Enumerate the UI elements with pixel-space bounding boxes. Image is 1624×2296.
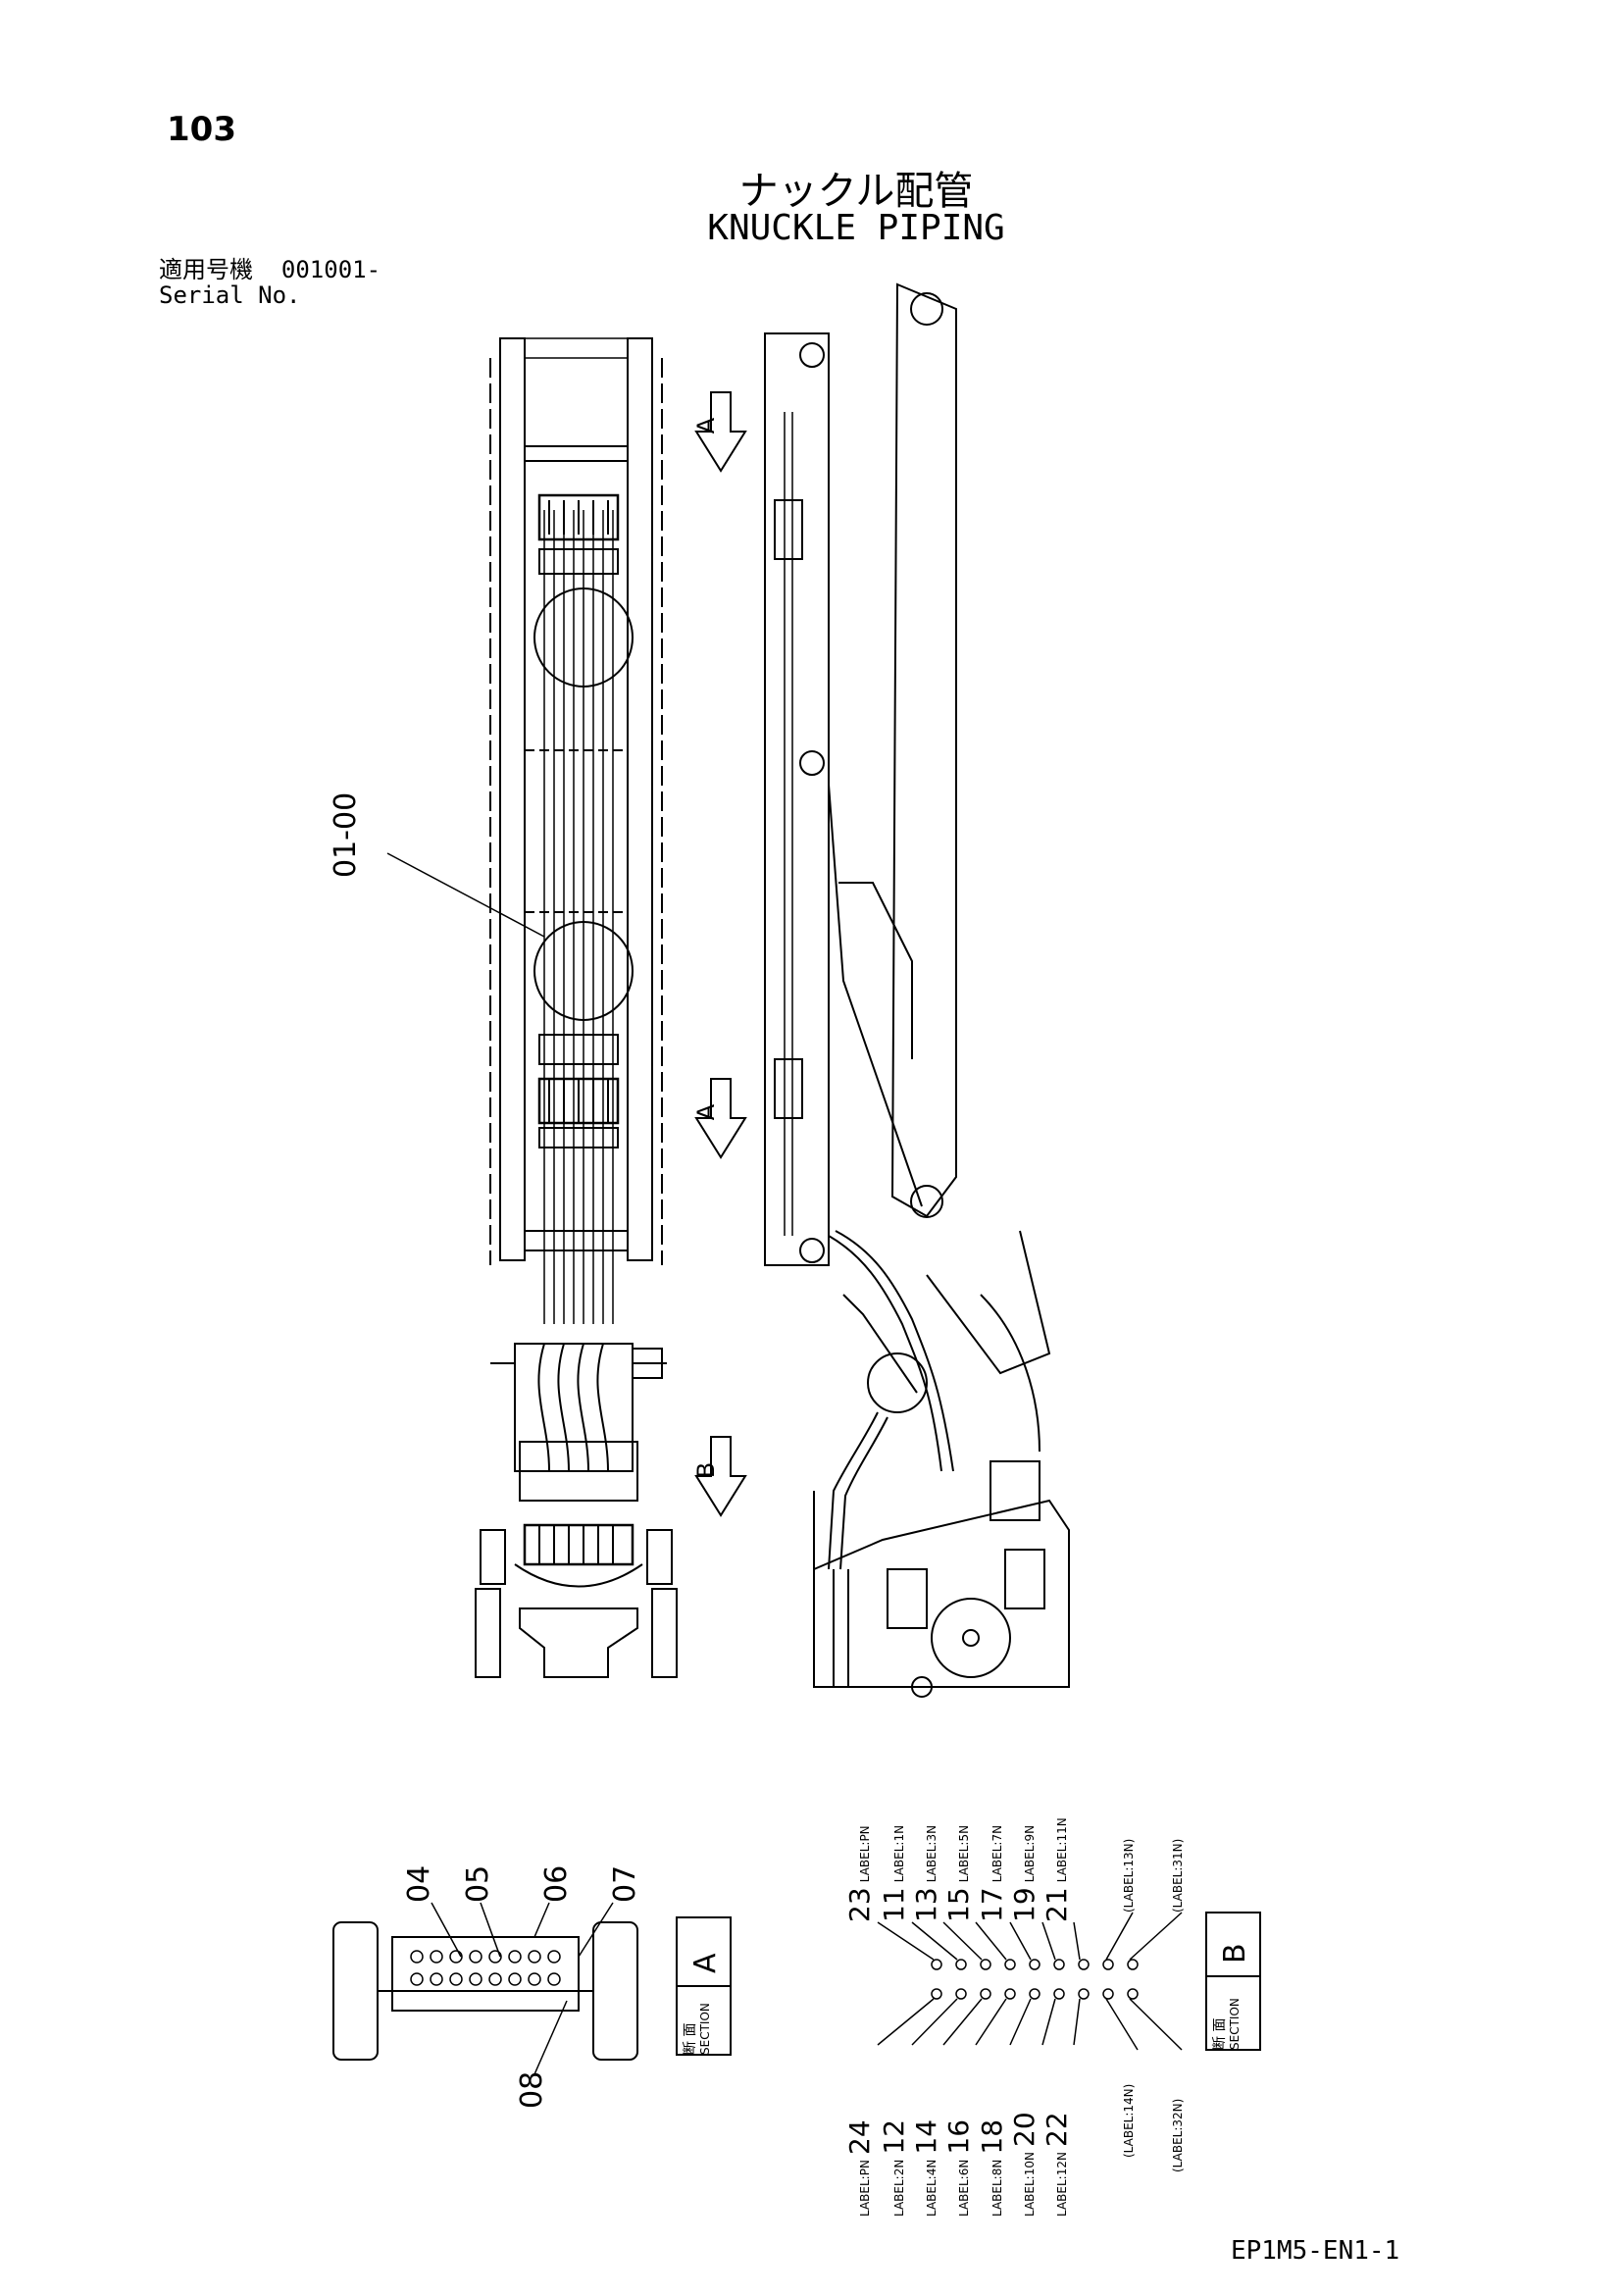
leader-01-00 — [386, 852, 545, 938]
port-bottom-6: LABEL:12N 22 — [1040, 2112, 1073, 2217]
callout-04: 04 — [402, 1864, 436, 1903]
callout-07: 07 — [608, 1864, 642, 1903]
port-bottom-5: LABEL:10N 20 — [1008, 2112, 1040, 2217]
section-b-drawing — [877, 1912, 1183, 2051]
port-top-0: 23 LABEL:PN — [843, 1825, 876, 1922]
serial-label-jp: 適用号機 — [159, 256, 253, 283]
port-top-7: (LABEL:13N) — [1122, 1838, 1136, 1913]
callout-06: 06 — [539, 1864, 574, 1903]
port-bottom-4: LABEL:8N 18 — [976, 2118, 1008, 2217]
serial-label-en: Serial No. — [159, 281, 301, 309]
view-arrows — [694, 391, 747, 1517]
title-japanese: ナックル配管 — [738, 169, 974, 214]
callout-05: 05 — [461, 1864, 495, 1903]
port-bottom-8: (LABEL:32N) — [1171, 2098, 1185, 2172]
section-b-letter: B — [1218, 1943, 1252, 1964]
port-top-4: 17 LABEL:7N — [976, 1824, 1008, 1922]
serial-value: 001001- — [280, 256, 381, 283]
arrow-a-top-letter: A — [692, 417, 721, 434]
port-top-5: 19 LABEL:9N — [1008, 1824, 1040, 1922]
port-top-3: 15 LABEL:5N — [942, 1824, 975, 1922]
section-a-jp: 断 面 — [683, 2022, 698, 2055]
title-english: KNUCKLE PIPING — [707, 208, 1005, 248]
side-view-arm — [764, 282, 1070, 1698]
section-b-box — [1205, 1912, 1261, 2051]
arrow-a-bottom-letter: A — [692, 1103, 721, 1121]
section-b-jp: 断 面 — [1212, 2017, 1228, 2050]
section-b-en: SECTION — [1228, 1998, 1242, 2050]
page-number: 103 — [167, 110, 236, 149]
port-top-8: (LABEL:31N) — [1171, 1838, 1185, 1913]
port-bottom-2: LABEL:4N 14 — [910, 2118, 942, 2217]
section-a-en: SECTION — [698, 2003, 712, 2055]
top-view-frame — [475, 337, 678, 1678]
section-a-letter: A — [688, 1953, 723, 1973]
port-bottom-3: LABEL:6N 16 — [942, 2118, 975, 2217]
port-bottom-0: LABEL:PN 24 — [843, 2119, 876, 2217]
document-code: EP1M5-EN1-1 — [1231, 2236, 1400, 2266]
port-top-1: 11 LABEL:1N — [878, 1824, 910, 1922]
port-bottom-1: LABEL:2N 12 — [878, 2118, 910, 2217]
serial-info: 適用号機 001001- Serial No. — [159, 257, 381, 308]
port-top-6: 21 LABEL:11N — [1040, 1817, 1073, 1922]
callout-01-00: 01-00 — [329, 791, 363, 878]
callout-08: 08 — [515, 2070, 549, 2109]
arrow-b-letter: B — [692, 1461, 721, 1479]
port-top-2: 13 LABEL:3N — [910, 1824, 942, 1922]
port-bottom-7: (LABEL:14N) — [1122, 2083, 1136, 2158]
section-a-drawing — [332, 1902, 638, 2075]
